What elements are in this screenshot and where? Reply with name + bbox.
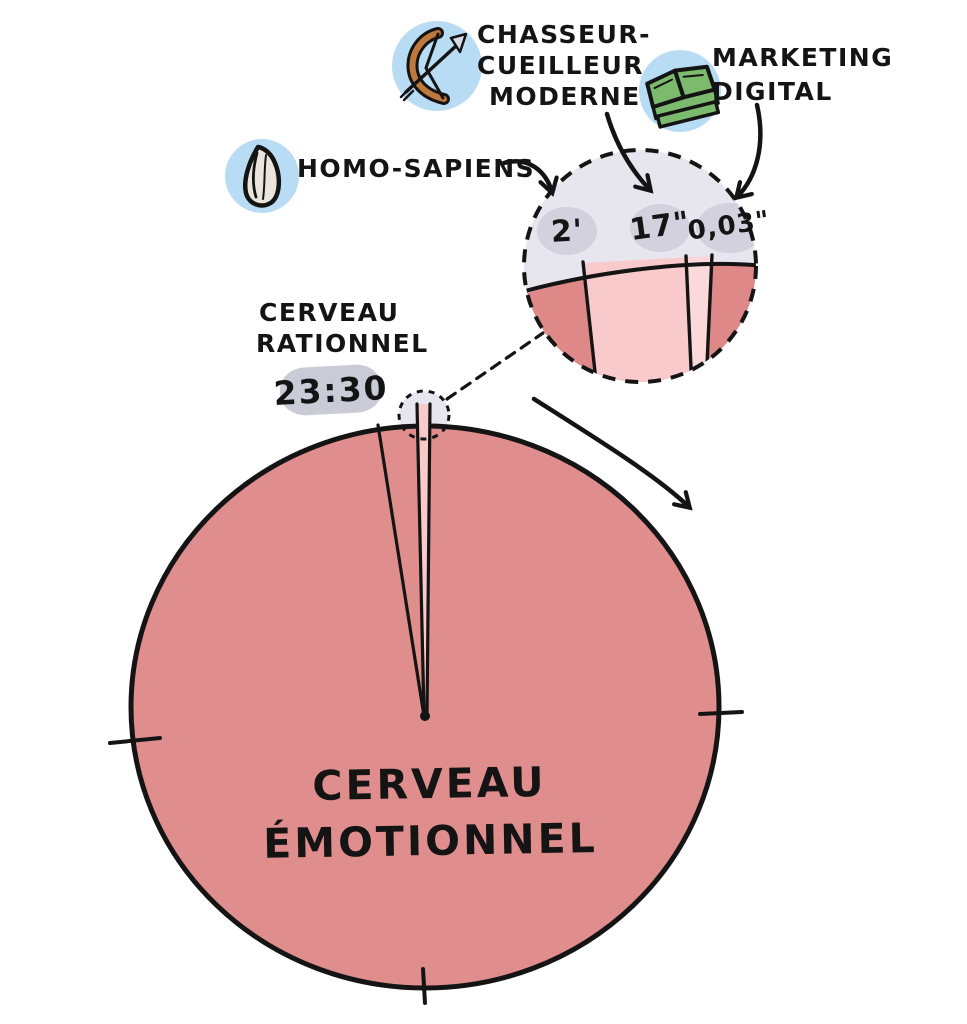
emotional-brain-label-line1: CERVEAU xyxy=(312,757,547,811)
emotional-brain-label: CERVEAU ÉMOTIONNEL xyxy=(259,757,601,868)
rational-brain-label-line1: CERVEAU xyxy=(259,298,400,327)
homo-sapiens-label: HOMO-SAPIENS xyxy=(297,154,536,183)
marketing-label-line1: MARKETING xyxy=(712,43,894,72)
hunter-gatherer-label-line1: CHASSEUR- xyxy=(477,20,652,49)
homo-sapiens-arrow xyxy=(501,159,559,197)
magnifier-source-circle xyxy=(397,389,451,441)
zoom-bubble-contents xyxy=(524,150,756,382)
hunter-gatherer-label-line2: CUEILLEUR xyxy=(477,51,645,80)
emotional-brain-label-line2: ÉMOTIONNEL xyxy=(262,814,599,868)
marketing-label-line2: DIGITAL xyxy=(712,77,833,106)
flint-stone-icon xyxy=(225,139,299,213)
rational-wedge-lines xyxy=(376,402,432,718)
circle-center-dot xyxy=(420,711,430,721)
clock-tick-marks xyxy=(108,710,744,1005)
marketing-arrow xyxy=(733,102,763,201)
rational-brain-label-line2: RATIONNEL xyxy=(256,329,429,358)
annotation-arrows xyxy=(501,102,763,511)
rational-time-badge: 23:30 xyxy=(273,363,389,417)
zoom-to-circle-arrow xyxy=(531,396,693,511)
hunter-gatherer-label-line3: MODERNE xyxy=(489,82,641,111)
bow-arrow-icon xyxy=(392,21,482,111)
magnifier-connector-line xyxy=(445,331,545,401)
zoom-value-homo-sapiens: 2' xyxy=(550,213,584,250)
zoom-bubble-dashed-border xyxy=(522,148,758,384)
hunter-gatherer-arrow xyxy=(604,111,654,194)
money-bills-icon xyxy=(639,50,721,132)
rational-time-value: 23:30 xyxy=(272,367,390,413)
